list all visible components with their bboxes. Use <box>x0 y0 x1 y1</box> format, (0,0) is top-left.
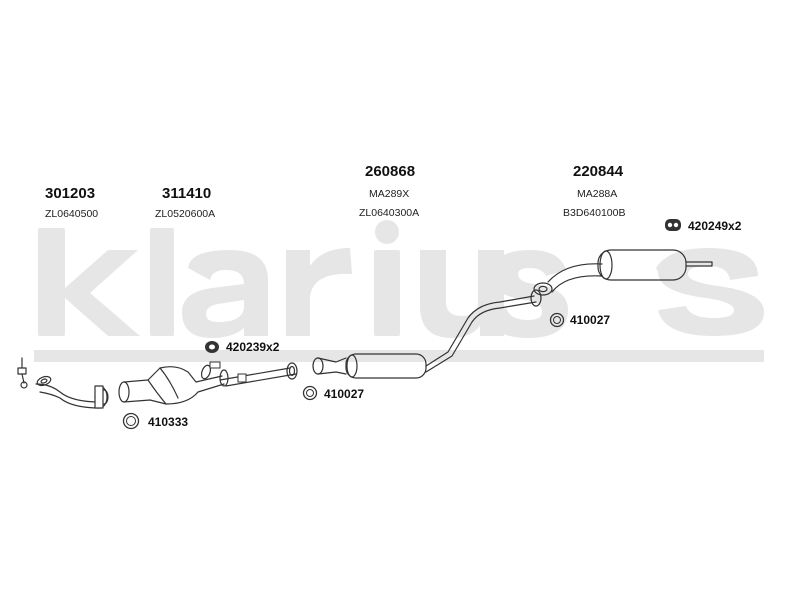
part-number-centre-silencer: 260868 <box>365 163 416 180</box>
rubber-hanger-icon <box>205 341 219 353</box>
part-number-catalytic-converter: 311410 <box>162 185 212 202</box>
catalytic-converter-drawing <box>118 362 298 405</box>
pipe-clip-icon <box>209 361 221 369</box>
gasket-ring-icon <box>302 385 318 401</box>
gasket-ring-icon <box>122 412 140 430</box>
accessory-label-gasket-middle: 410027 <box>324 387 365 401</box>
accessory-label-hanger-rear: 420249x2 <box>688 219 742 233</box>
part-ref-rear-silencer-2: B3D640100B <box>563 207 626 219</box>
part-ref-rear-silencer-1: MA288A <box>577 188 618 200</box>
accessory-label-hanger-front: 420239x2 <box>226 340 280 354</box>
part-ref-centre-silencer-1: MA289X <box>369 188 410 200</box>
centre-silencer-drawing <box>312 289 542 379</box>
part-ref-catalytic-converter: ZL0520600A <box>155 208 216 220</box>
part-ref-front-pipe: ZL0640500 <box>45 208 99 220</box>
part-number-front-pipe: 301203 <box>45 185 96 202</box>
rear-silencer-drawing <box>533 249 713 296</box>
pipe-clip-icon <box>237 373 247 383</box>
part-number-rear-silencer: 220844 <box>573 163 624 180</box>
front-pipe-drawing <box>35 375 109 409</box>
lambda-sensor-icon <box>17 357 28 389</box>
accessory-label-gasket-front: 410333 <box>148 415 189 429</box>
part-ref-centre-silencer-2: ZL0640300A <box>359 207 420 219</box>
rubber-hanger-icon <box>665 219 681 231</box>
accessory-label-gasket-rear: 410027 <box>570 313 611 327</box>
gasket-ring-icon <box>549 312 565 328</box>
